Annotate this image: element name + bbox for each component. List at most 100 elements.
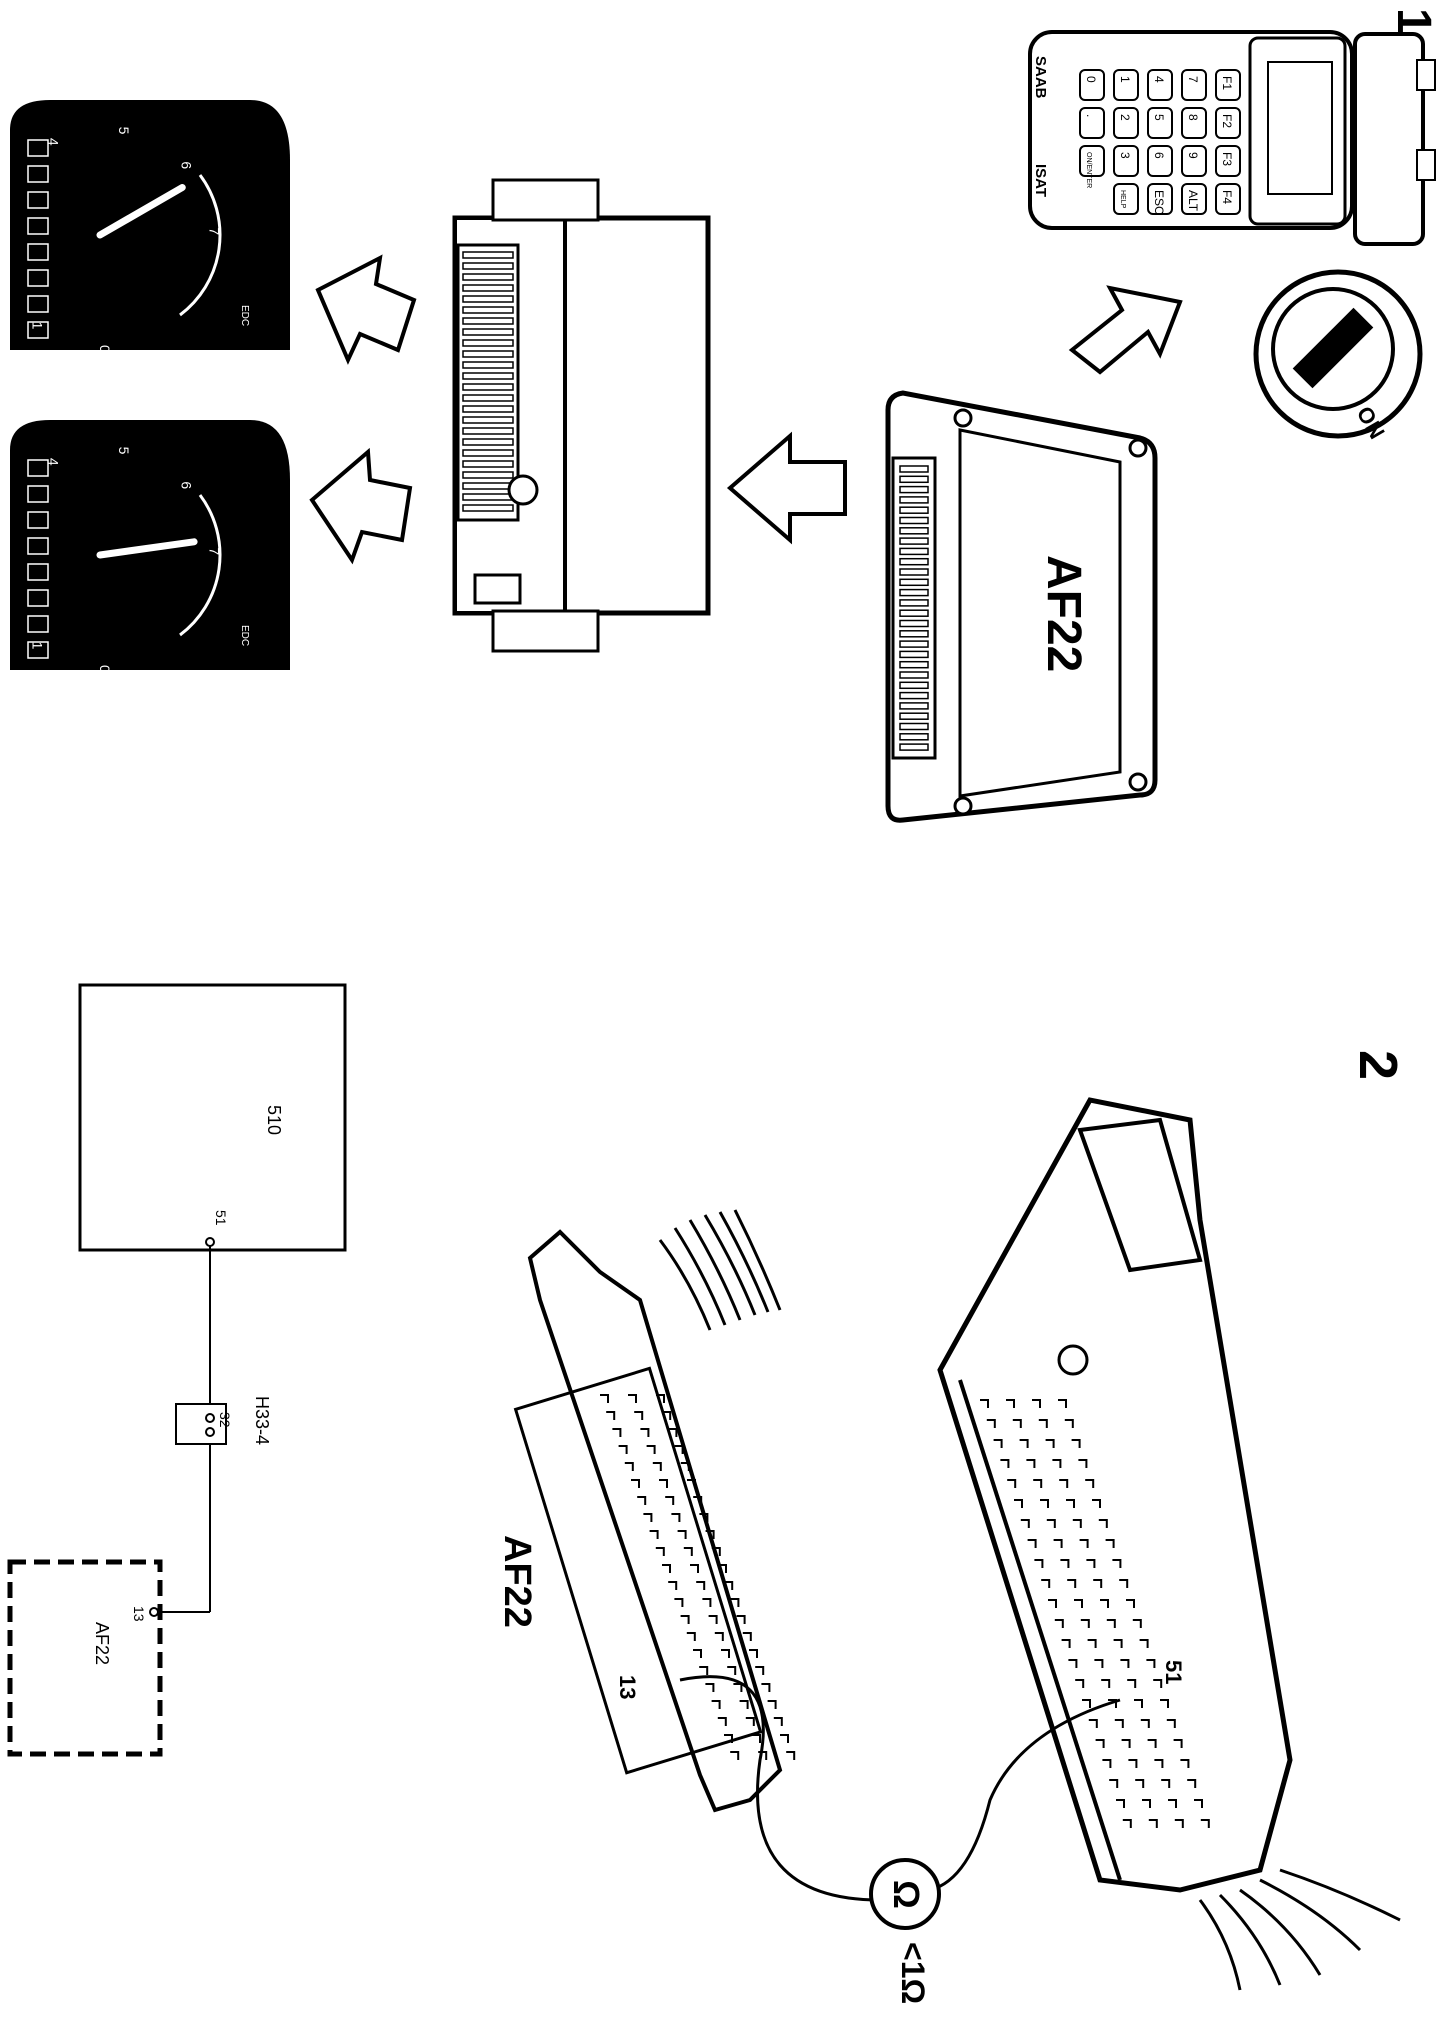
tacho-needle	[96, 184, 186, 239]
harness-pin	[649, 1530, 659, 1539]
ecu-pin	[899, 537, 929, 545]
connector-pin	[1082, 1699, 1091, 1708]
module-pin	[462, 471, 514, 479]
harness-pin	[643, 1513, 653, 1522]
isat-key-label: 9	[1186, 152, 1200, 159]
tachometer-top: 01234567EDC	[0, 100, 290, 353]
tacho-odometer-digit	[27, 641, 49, 659]
ecu-pin	[899, 630, 929, 638]
tacho-scale-label: 1	[29, 322, 45, 330]
connector-pin	[986, 1419, 996, 1428]
ecu-pin	[899, 578, 929, 587]
harness-pin	[780, 1734, 789, 1743]
connector-pin	[1200, 1819, 1210, 1828]
control-module	[452, 178, 711, 653]
connector-pin	[1160, 1699, 1169, 1708]
connector-pin	[1121, 1739, 1131, 1748]
connector-pin	[1048, 1599, 1057, 1608]
connector-pin	[1116, 1799, 1125, 1808]
tacho-arc	[179, 174, 222, 317]
isat-key	[1147, 145, 1173, 177]
ecu-pin	[899, 485, 929, 494]
connector-pin	[1059, 1479, 1069, 1488]
harness-pin	[767, 1700, 777, 1709]
isat-key-label: 8	[1186, 114, 1200, 121]
tacho-scale-label: 2	[0, 262, 6, 270]
ecu-pin	[899, 557, 929, 566]
connector-pin	[1034, 1559, 1044, 1568]
harness-pin	[696, 1581, 706, 1590]
harness-pin	[624, 1462, 634, 1471]
ecu-pin	[899, 475, 929, 484]
arrow-module-to-tacho-top	[315, 254, 417, 365]
tacho-odometer-digit	[27, 321, 49, 339]
isat-key-label: .	[1084, 114, 1098, 117]
tacho-odometer-digit	[27, 563, 49, 581]
ecu-pin	[899, 599, 929, 607]
harness-pin	[727, 1666, 737, 1675]
ecu-pin	[899, 681, 929, 690]
isat-key-label: 6	[1152, 152, 1166, 159]
isat-key	[1215, 107, 1241, 139]
connector-pin	[1012, 1419, 1022, 1428]
harness-pin	[665, 1496, 675, 1505]
connector-pin	[1067, 1579, 1077, 1588]
connector-pin	[1100, 1599, 1109, 1608]
isat-key	[1215, 69, 1241, 101]
ecu-pin	[899, 712, 929, 720]
harness-pin	[677, 1530, 687, 1539]
connector-pin	[1060, 1559, 1070, 1568]
harness-pin	[705, 1530, 715, 1539]
connector-pin	[1045, 1439, 1055, 1448]
connector-pin	[1122, 1819, 1132, 1828]
connector-pin	[1075, 1679, 1085, 1688]
connector-pin	[1134, 1699, 1143, 1708]
isat-key	[1181, 183, 1207, 215]
connector-pin	[1119, 1579, 1129, 1588]
tacho-scale-label: 3	[0, 510, 13, 518]
harness-pin	[708, 1615, 718, 1624]
tacho-scale-label: 2	[0, 582, 6, 590]
harness-pin	[711, 1547, 721, 1556]
harness-pin	[606, 1411, 616, 1420]
harness-pin	[680, 1615, 690, 1624]
module-pin	[462, 405, 514, 413]
ecu-pin	[899, 527, 929, 535]
module-pin	[462, 504, 514, 512]
harness-pin-13-label: 13	[615, 1675, 640, 1699]
module-pin	[462, 317, 514, 325]
arrow-module-to-tacho-bottom	[309, 447, 413, 565]
step-1-number: 1	[1387, 8, 1440, 35]
harness-pin	[612, 1428, 622, 1437]
isat-key	[1079, 145, 1105, 177]
connector-pin	[1086, 1559, 1096, 1568]
harness-pin	[699, 1666, 709, 1675]
tacho-minor-label: EDC	[239, 625, 250, 646]
connector-pin	[1041, 1579, 1051, 1588]
connector-pin-51-label: 51	[1161, 1660, 1186, 1684]
harness-left-pins	[600, 1394, 796, 1760]
isat-key-label: F2	[1220, 114, 1234, 128]
tacho-arc	[179, 494, 222, 637]
tacho-scale-label: 6	[179, 481, 195, 489]
module-pin	[462, 460, 514, 468]
connector-pin	[1061, 1639, 1071, 1648]
harness-pin	[655, 1547, 665, 1556]
connector-pin	[1132, 1619, 1142, 1628]
connector-pin	[1054, 1619, 1064, 1628]
connector-pin	[1127, 1679, 1137, 1688]
harness-pin	[717, 1717, 727, 1726]
ecu-pin	[899, 691, 929, 700]
connector-pin	[1109, 1779, 1119, 1788]
tacho-scale-label: 7	[207, 547, 223, 555]
connector-pin	[1187, 1779, 1197, 1788]
connector-pin	[1092, 1499, 1101, 1508]
harness-pin	[736, 1615, 746, 1624]
tacho-odometer-digit	[27, 217, 49, 235]
module-pin	[462, 306, 514, 314]
isat-key-label: ALT	[1186, 190, 1200, 212]
connector-pin	[1146, 1659, 1156, 1668]
module-pin	[462, 328, 514, 336]
